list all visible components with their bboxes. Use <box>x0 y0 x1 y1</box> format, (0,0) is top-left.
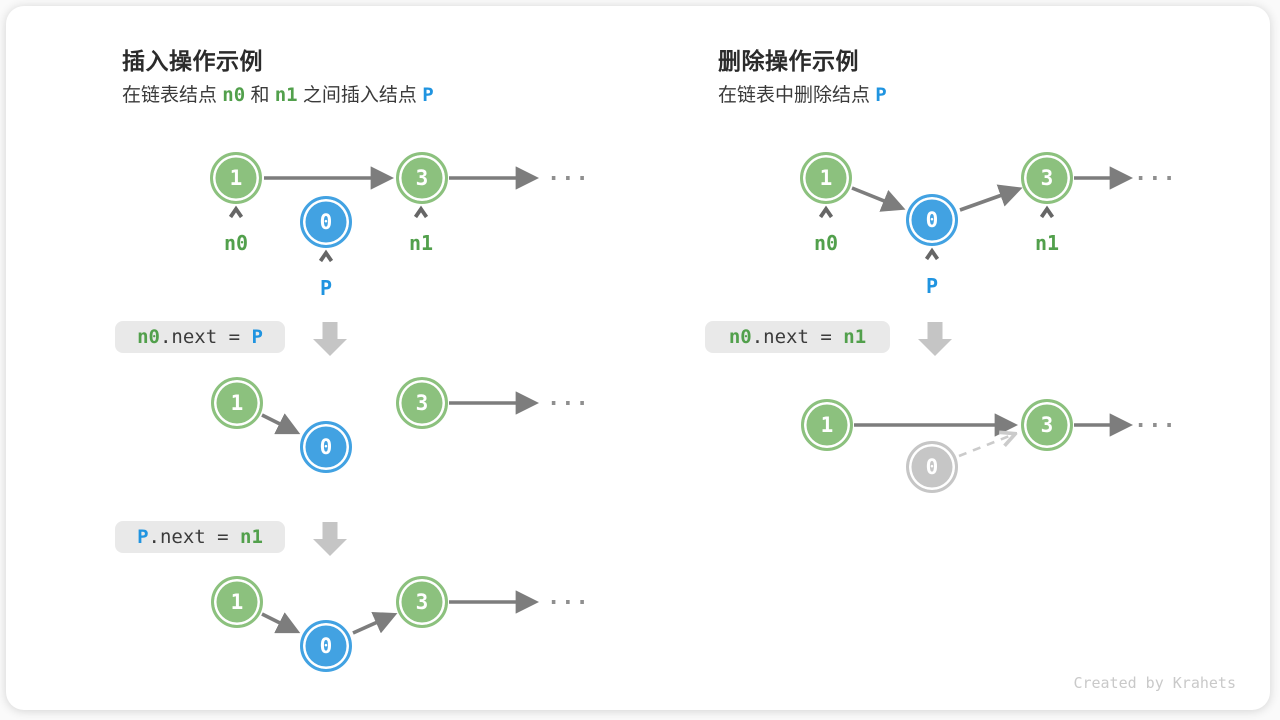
code-token-rhs: P <box>251 326 263 348</box>
code-token-rhs: n1 <box>843 326 867 348</box>
insert-title: 插入操作示例 <box>122 48 263 74</box>
node-value: 3 <box>1040 166 1054 190</box>
code-text: .next = <box>751 326 844 348</box>
canvas-card <box>6 6 1270 710</box>
node-value: 3 <box>1040 413 1054 437</box>
node-value-0: 0 <box>906 194 958 246</box>
token-p: P <box>875 84 887 106</box>
node-value-3: 3 <box>396 152 448 204</box>
code-token-lhs: n0 <box>728 326 752 348</box>
node-value: 1 <box>820 413 834 437</box>
node-value: 3 <box>415 391 429 415</box>
pointer-label-p: P <box>319 276 333 300</box>
node-value-1: 1 <box>800 152 852 204</box>
insert-subtitle: 在链表结点 n0 和 n1 之间插入结点 P <box>122 80 434 107</box>
subtitle-text: 在链表中删除结点 <box>718 85 876 106</box>
token-n0: n0 <box>222 84 246 106</box>
ellipsis: ... <box>1134 408 1177 433</box>
subtitle-text: 在链表结点 <box>122 85 223 106</box>
node-value: 3 <box>415 590 429 614</box>
code-n0-next-p: n0.next = P <box>115 321 285 353</box>
code-token-lhs: n0 <box>137 326 160 348</box>
code-text: .next = <box>148 526 241 548</box>
ellipsis: ... <box>1134 161 1177 186</box>
node-value: 1 <box>230 391 244 415</box>
node-value: 0 <box>319 210 333 234</box>
node-value: 3 <box>415 166 429 190</box>
node-value-0: 0 <box>300 196 352 248</box>
node-value: 1 <box>230 590 244 614</box>
node-value-0: 0 <box>300 421 352 473</box>
node-value: 0 <box>925 208 939 232</box>
code-token-rhs: n1 <box>240 526 263 548</box>
pointer-label-p: P <box>925 274 939 298</box>
node-value: 0 <box>925 455 939 479</box>
code-token-lhs: P <box>137 526 149 548</box>
node-value-1: 1 <box>211 377 263 429</box>
code-p-next-n1: P.next = n1 <box>115 521 285 553</box>
node-value: 0 <box>319 435 333 459</box>
code-text: .next = <box>159 326 252 348</box>
node-value: 1 <box>819 166 833 190</box>
node-value-1: 1 <box>210 152 262 204</box>
node-value-3: 3 <box>396 377 448 429</box>
node-value-0: 0 <box>300 620 352 672</box>
subtitle-text: 之间插入结点 <box>297 85 423 106</box>
node-value: 0 <box>319 634 333 658</box>
node-value-1: 1 <box>211 576 263 628</box>
pointer-label-n0: n0 <box>813 231 839 255</box>
node-value-1: 1 <box>801 399 853 451</box>
token-n1: n1 <box>274 84 298 106</box>
node-value: 1 <box>229 166 243 190</box>
delete-subtitle: 在链表中删除结点 P <box>718 80 887 107</box>
ellipsis: ... <box>547 386 590 411</box>
token-p: P <box>422 84 434 106</box>
subtitle-text: 和 <box>245 85 275 106</box>
pointer-label-n1: n1 <box>408 231 434 255</box>
pointer-label-n0: n0 <box>223 231 249 255</box>
pointer-label-n1: n1 <box>1034 231 1060 255</box>
node-value-3: 3 <box>1021 152 1073 204</box>
ellipsis: ... <box>547 585 590 610</box>
code-n0-next-n1: n0.next = n1 <box>705 321 890 353</box>
node-value-3: 3 <box>1021 399 1073 451</box>
credit-text: Created by Krahets <box>1073 674 1236 692</box>
ellipsis: ... <box>547 161 590 186</box>
node-value-0-removed: 0 <box>906 441 958 493</box>
node-value-3: 3 <box>396 576 448 628</box>
delete-title: 删除操作示例 <box>718 48 859 74</box>
